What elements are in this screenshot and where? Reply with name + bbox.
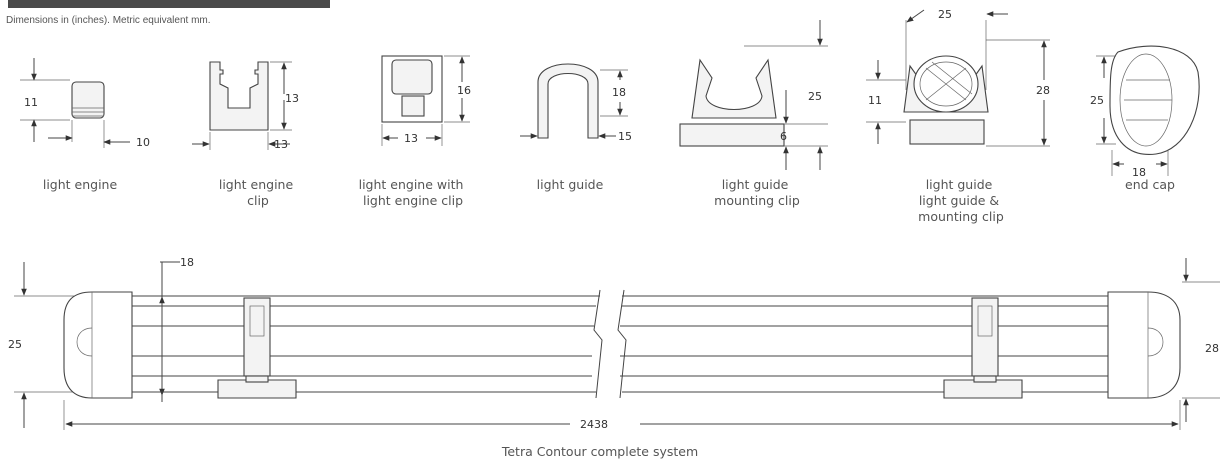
dim-clip-width: 13 bbox=[274, 138, 288, 151]
dim-guide-height: 18 bbox=[612, 86, 626, 99]
part-end-cap: 25 18 bbox=[1090, 45, 1200, 179]
system-left-clip bbox=[243, 297, 271, 377]
dim-clip-height: 13 bbox=[285, 92, 299, 105]
light-engine-shape bbox=[71, 81, 105, 119]
dim-engine-clip-width: 13 bbox=[404, 132, 418, 145]
light-guide-shape bbox=[537, 63, 599, 139]
system-right-clip bbox=[971, 297, 999, 377]
dim-light-engine-width: 10 bbox=[136, 136, 150, 149]
part-guide-and-mounting-clip: 25 11 28 bbox=[866, 8, 1050, 147]
part-light-engine-with-clip: 16 13 bbox=[381, 55, 471, 146]
part-light-guide: 18 15 bbox=[520, 63, 632, 143]
caption-engine-with-clip: light engine with light engine clip bbox=[359, 177, 468, 208]
caption-light-engine-clip: light engine clip bbox=[219, 177, 297, 208]
system-right-end-cap bbox=[1107, 291, 1181, 399]
dim-mounting-base: 6 bbox=[780, 130, 787, 143]
caption-guide-mounting-clip: light guide light guide & mounting clip bbox=[918, 177, 1004, 224]
dim-assembly-width: 25 bbox=[938, 8, 952, 21]
mounting-clip-shape bbox=[691, 58, 777, 119]
dim-cap-width: 18 bbox=[1132, 166, 1146, 179]
system-left-end-cap bbox=[63, 291, 133, 399]
dim-assembly-mid: 11 bbox=[868, 94, 882, 107]
dim-assembly-height: 28 bbox=[1036, 84, 1050, 97]
caption-light-guide: light guide bbox=[537, 177, 604, 192]
part-mounting-clip: 25 6 bbox=[679, 20, 828, 170]
title-fragment bbox=[8, 0, 330, 8]
subtitle: Dimensions in (inches). Metric equivalen… bbox=[6, 15, 211, 26]
caption-end-cap: end cap bbox=[1125, 177, 1175, 192]
system-caption: Tetra Contour complete system bbox=[501, 444, 698, 459]
dim-light-engine-height: 11 bbox=[24, 96, 38, 109]
complete-system-drawing: 25 18 bbox=[8, 256, 1220, 431]
dim-engine-clip-height: 16 bbox=[457, 84, 471, 97]
caption-mounting-clip: light guide mounting clip bbox=[714, 177, 800, 208]
dim-mounting-height: 25 bbox=[808, 90, 822, 103]
dim-system-length: 2438 bbox=[580, 418, 608, 431]
dim-system-inner-height: 18 bbox=[180, 256, 194, 269]
part-light-engine: 11 10 bbox=[20, 58, 150, 149]
dim-system-outer-height: 25 bbox=[8, 338, 22, 351]
light-engine-clip-shape bbox=[209, 61, 269, 131]
part-light-engine-clip: 13 13 bbox=[192, 61, 299, 151]
dim-cap-height: 25 bbox=[1090, 94, 1104, 107]
dim-system-right-height: 28 bbox=[1205, 342, 1219, 355]
dim-guide-width: 15 bbox=[618, 130, 632, 143]
engine-with-clip-shape bbox=[391, 59, 433, 95]
caption-light-engine: light engine bbox=[43, 177, 118, 192]
